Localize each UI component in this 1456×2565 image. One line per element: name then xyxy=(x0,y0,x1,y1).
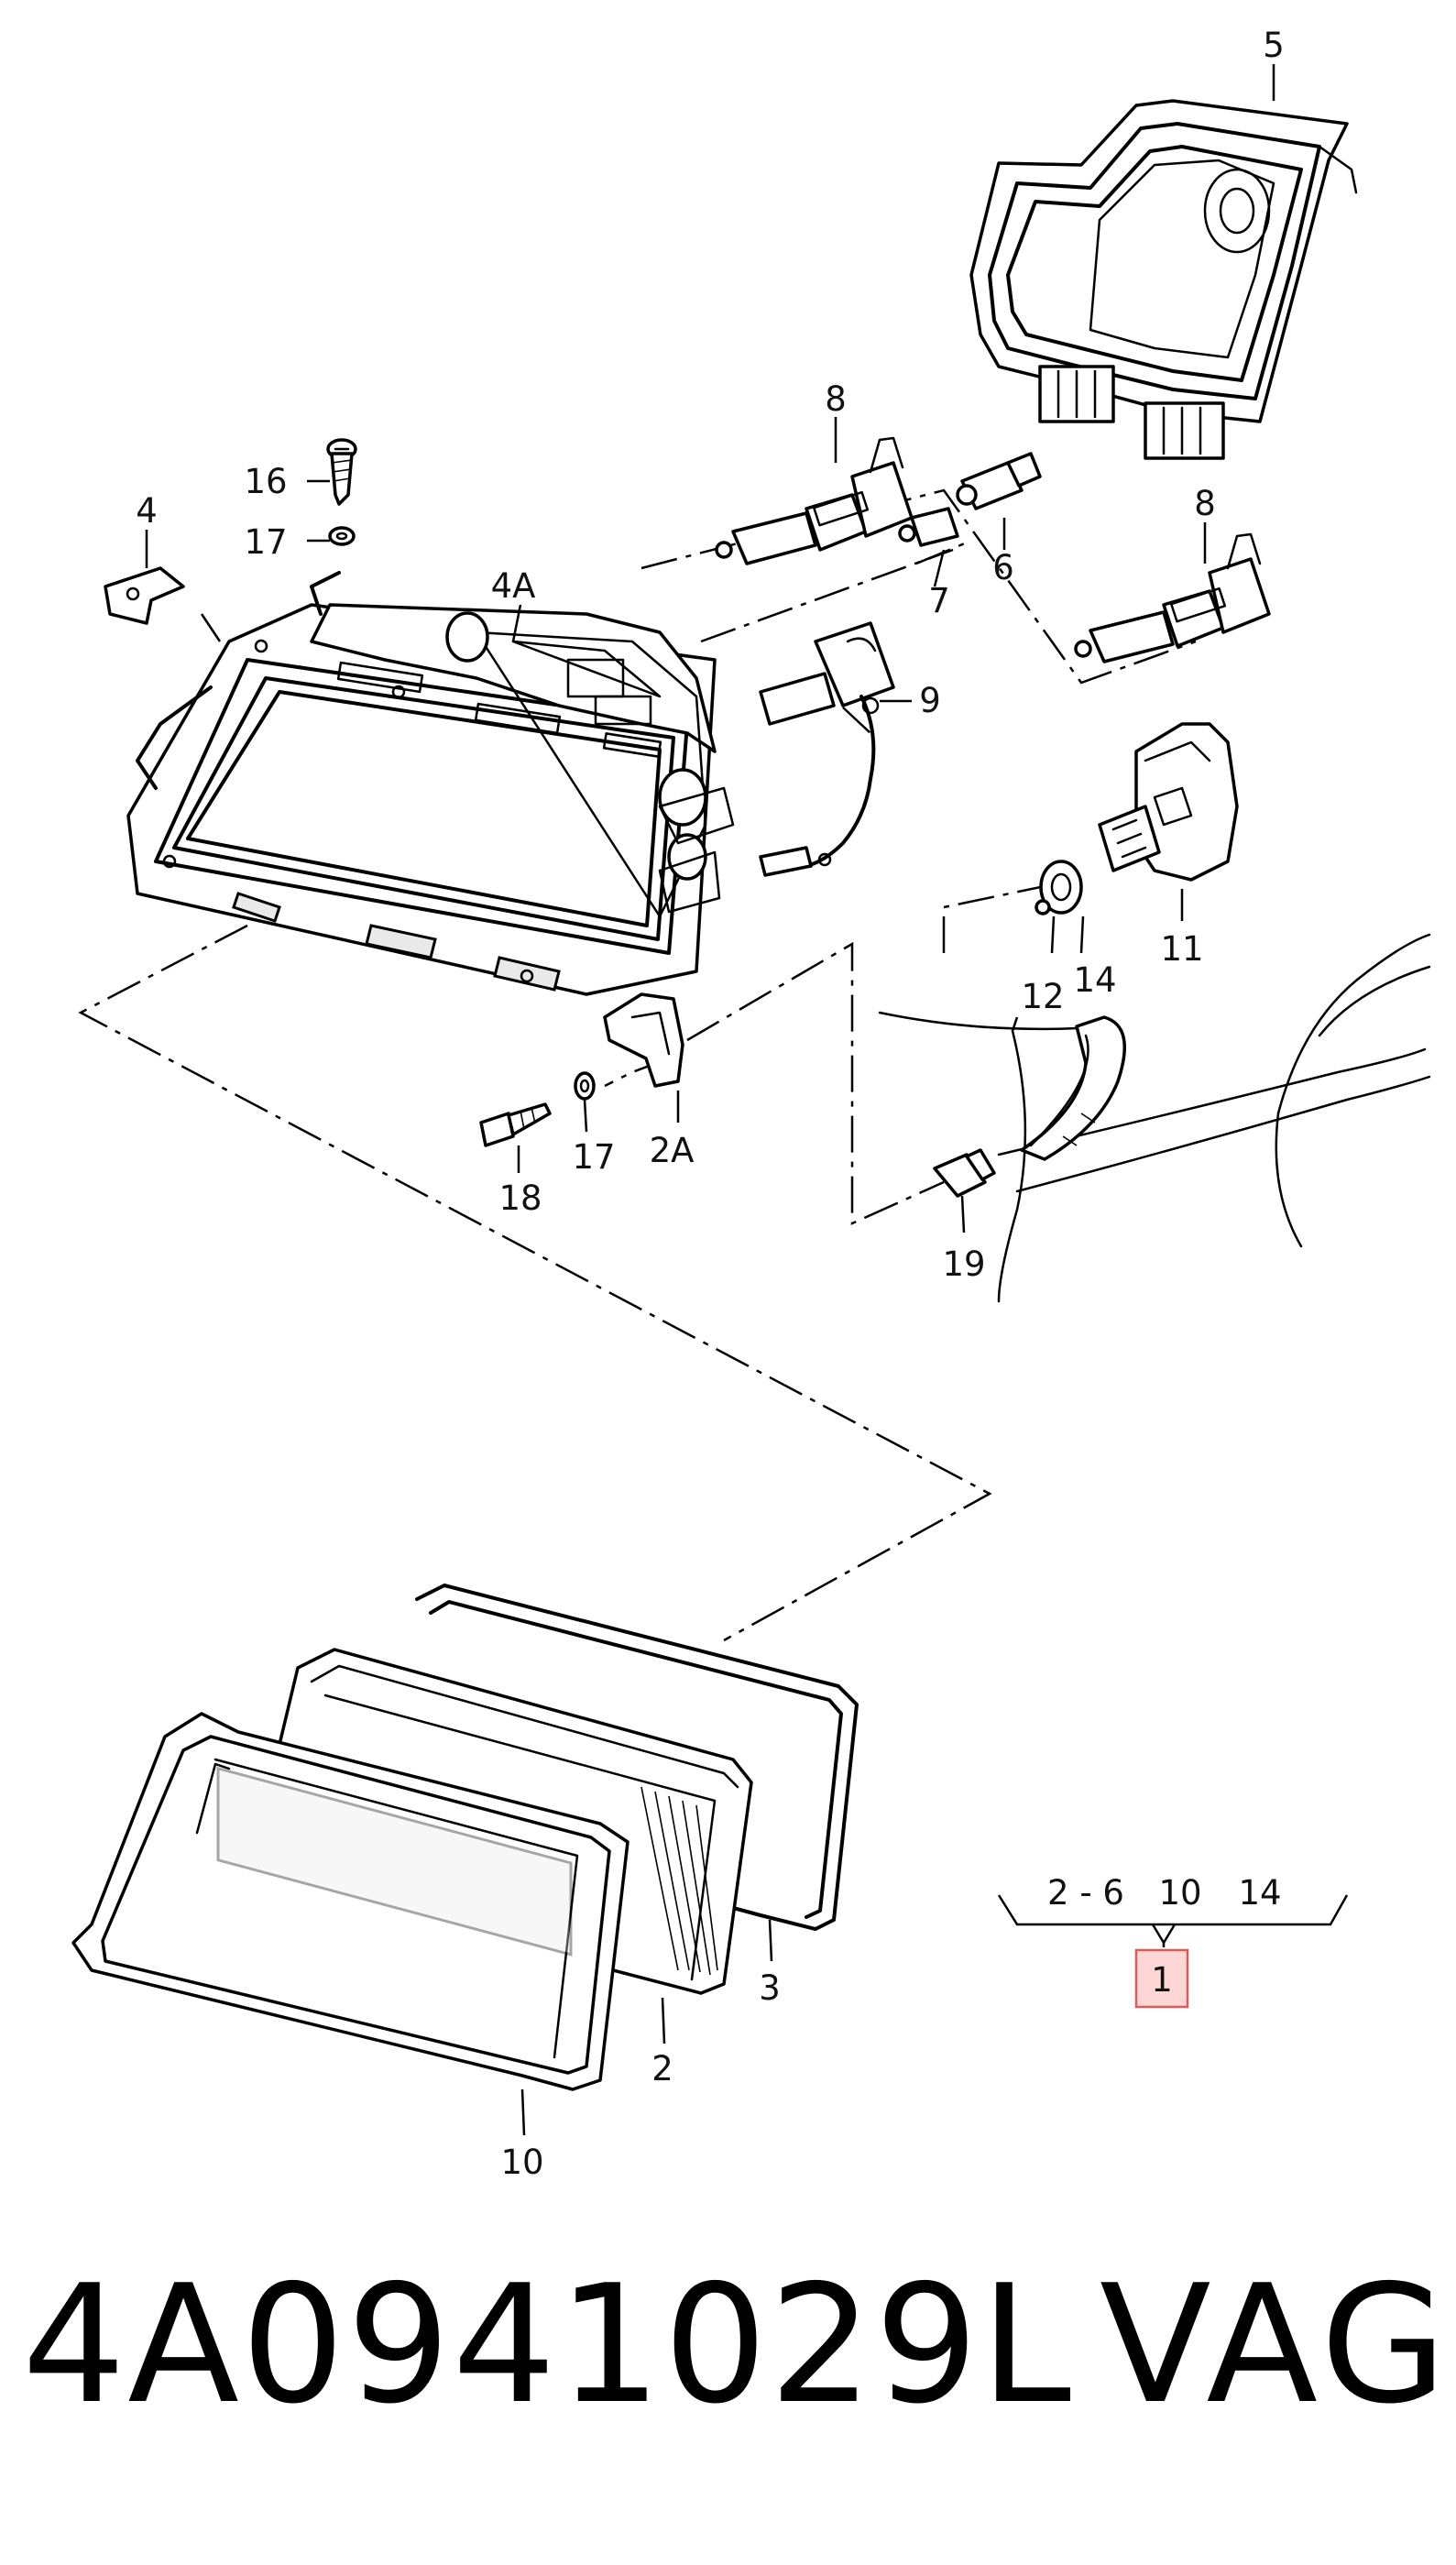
callout-10: 10 xyxy=(500,2143,543,2182)
lens-frame-10 xyxy=(71,1712,629,2091)
washer-17-lower xyxy=(574,1071,596,1101)
part-number: 4A0941029L xyxy=(22,2250,1073,2439)
legend-range: 2 - 6 xyxy=(1047,1873,1124,1913)
washer-and-pin xyxy=(1035,860,1083,915)
h1-bulb-upper xyxy=(715,436,914,565)
assembly-number: 1 xyxy=(1151,1960,1173,2000)
headlight-range-motor xyxy=(1098,722,1239,882)
bulb-with-wiring xyxy=(759,621,895,877)
wedge-bulb xyxy=(898,507,959,547)
screw-16 xyxy=(326,438,357,506)
callout-3: 3 xyxy=(759,1968,781,2008)
callout-17-upper: 17 xyxy=(244,522,287,562)
headlight-housing xyxy=(126,571,735,996)
callout-18: 18 xyxy=(498,1178,542,1218)
callout-2: 2 xyxy=(651,2049,673,2088)
callout-9: 9 xyxy=(919,681,941,720)
callout-8-lower: 8 xyxy=(1194,484,1216,523)
headlight-reflector-frame xyxy=(969,99,1358,460)
leader-lines xyxy=(145,64,1275,2136)
legend-item-14: 14 xyxy=(1238,1873,1281,1913)
callout-12-upper: 12 xyxy=(1021,977,1064,1016)
mounting-bracket-2a xyxy=(603,992,684,1088)
callout-5: 5 xyxy=(1263,26,1285,65)
brand-name: VAG xyxy=(1100,2250,1452,2439)
mounting-bracket-4 xyxy=(104,566,185,625)
screw-18 xyxy=(479,1102,552,1147)
assembly-number-box xyxy=(1134,1948,1189,2009)
side-marker-bulb xyxy=(956,452,1042,510)
callout-4: 4 xyxy=(136,491,158,531)
callout-2a: 2A xyxy=(650,1131,695,1170)
callout-7: 7 xyxy=(928,581,950,620)
lens-seal-3 xyxy=(383,1584,859,1931)
corner-lamp-lens xyxy=(1020,1015,1126,1161)
callout-16: 16 xyxy=(244,462,287,501)
legend-item-10: 10 xyxy=(1158,1873,1201,1913)
callout-19: 19 xyxy=(942,1244,985,1284)
washer-17-upper xyxy=(328,526,356,546)
callout-14-motor: 14 xyxy=(1073,960,1116,1000)
assembly-legend: 2 - 6 10 14 1 xyxy=(997,1873,1349,2009)
callout-17-lower: 17 xyxy=(572,1137,615,1177)
corner-lamp-socket xyxy=(933,1148,996,1198)
callout-labels: 1 2 2A 3 4 4A 5 6 7 8 8 9 10 11 12 12 14… xyxy=(136,26,1285,2182)
callout-8-upper: 8 xyxy=(825,379,847,419)
h1-bulb-lower xyxy=(1074,532,1271,663)
callout-11: 11 xyxy=(1160,929,1203,969)
callout-6: 6 xyxy=(992,548,1014,587)
callout-4a: 4A xyxy=(491,566,536,606)
